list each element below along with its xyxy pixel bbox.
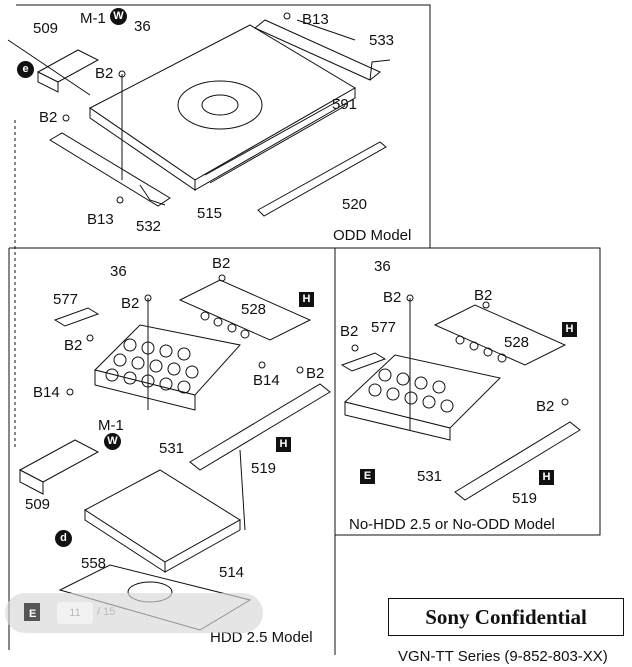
connector-509-bottom bbox=[18, 439, 100, 495]
callout-b13: B13 bbox=[87, 211, 114, 228]
callout-531: 531 bbox=[417, 468, 443, 485]
callout-591: 591 bbox=[332, 96, 358, 113]
screws-hdd bbox=[66, 274, 304, 531]
callout-b2: B2 bbox=[64, 337, 83, 354]
callout-m1: M-1 bbox=[98, 417, 124, 434]
screws-top bbox=[7, 12, 356, 204]
callout-533: 533 bbox=[369, 32, 395, 49]
callout-515: 515 bbox=[197, 205, 223, 222]
callout-528: 528 bbox=[504, 334, 530, 351]
callout-b2: B2 bbox=[474, 287, 493, 304]
callout-509: 509 bbox=[33, 20, 59, 37]
section-frames bbox=[8, 4, 601, 655]
confidential-box: Sony Confidential bbox=[388, 598, 624, 636]
bracket-528a bbox=[178, 279, 312, 341]
callout-558: 558 bbox=[81, 555, 107, 572]
bezel-520 bbox=[257, 141, 387, 217]
callout-577: 577 bbox=[53, 291, 79, 308]
callout-531: 531 bbox=[159, 440, 185, 457]
callout-519: 519 bbox=[512, 490, 538, 507]
pad-577a bbox=[53, 307, 100, 327]
caption-hdd-model: HDD 2.5 Model bbox=[210, 629, 313, 646]
rail-519a bbox=[189, 383, 331, 471]
marker-h-icon: H bbox=[562, 322, 577, 337]
footer-model-series: VGN-TT Series (9-852-803-XX) bbox=[398, 648, 608, 665]
callout-532: 532 bbox=[136, 218, 162, 235]
marker-e-icon: e bbox=[17, 61, 34, 78]
callout-36: 36 bbox=[134, 18, 151, 35]
rail-519b bbox=[454, 421, 581, 501]
total-pages: / 15 bbox=[97, 606, 116, 618]
callout-b2: B2 bbox=[121, 295, 140, 312]
optical-drive-515 bbox=[89, 24, 356, 191]
callout-b2: B2 bbox=[306, 365, 325, 382]
marker-e-box-icon: E bbox=[360, 469, 375, 484]
page-thumbnail-icon[interactable]: E bbox=[23, 602, 41, 622]
callout-520: 520 bbox=[342, 196, 368, 213]
callout-b14: B14 bbox=[253, 372, 280, 389]
hdd-bracket-left bbox=[94, 324, 241, 411]
current-page-field[interactable]: 11 bbox=[57, 602, 93, 624]
bracket-533 bbox=[254, 19, 391, 81]
hdd-514 bbox=[84, 469, 241, 573]
marker-h-icon: H bbox=[299, 292, 314, 307]
callout-36: 36 bbox=[374, 258, 391, 275]
caption-odd-model: ODD Model bbox=[333, 227, 412, 244]
callout-b2: B2 bbox=[383, 289, 402, 306]
connector-509-top bbox=[36, 49, 100, 93]
pad-577b bbox=[340, 352, 387, 372]
callout-b2: B2 bbox=[39, 109, 58, 126]
callout-b13: B13 bbox=[302, 11, 329, 28]
nohdd-bracket bbox=[343, 354, 501, 441]
callout-m1: M-1 bbox=[80, 10, 106, 27]
screws-nohdd bbox=[351, 294, 569, 430]
svg-text:E: E bbox=[29, 608, 36, 620]
marker-d-icon: d bbox=[55, 530, 72, 547]
marker-w-icon: W bbox=[104, 433, 121, 450]
marker-h-icon: H bbox=[539, 470, 554, 485]
callout-b2: B2 bbox=[536, 398, 555, 415]
bracket-528b bbox=[433, 304, 567, 366]
caption-no-hdd-model: No-HDD 2.5 or No-ODD Model bbox=[349, 516, 555, 533]
callout-519: 519 bbox=[251, 460, 277, 477]
bracket-532 bbox=[49, 132, 171, 207]
marker-w-icon: W bbox=[110, 8, 127, 25]
callout-577: 577 bbox=[371, 319, 397, 336]
callout-514: 514 bbox=[219, 564, 245, 581]
callout-b2: B2 bbox=[95, 65, 114, 82]
page-navigator[interactable]: E 11 / 15 bbox=[5, 593, 263, 633]
callout-b14: B14 bbox=[33, 384, 60, 401]
marker-h-icon: H bbox=[276, 437, 291, 452]
callout-509: 509 bbox=[25, 496, 51, 513]
callout-528: 528 bbox=[241, 301, 267, 318]
callout-b2: B2 bbox=[340, 323, 359, 340]
callout-b2: B2 bbox=[212, 255, 231, 272]
callout-36: 36 bbox=[110, 263, 127, 280]
